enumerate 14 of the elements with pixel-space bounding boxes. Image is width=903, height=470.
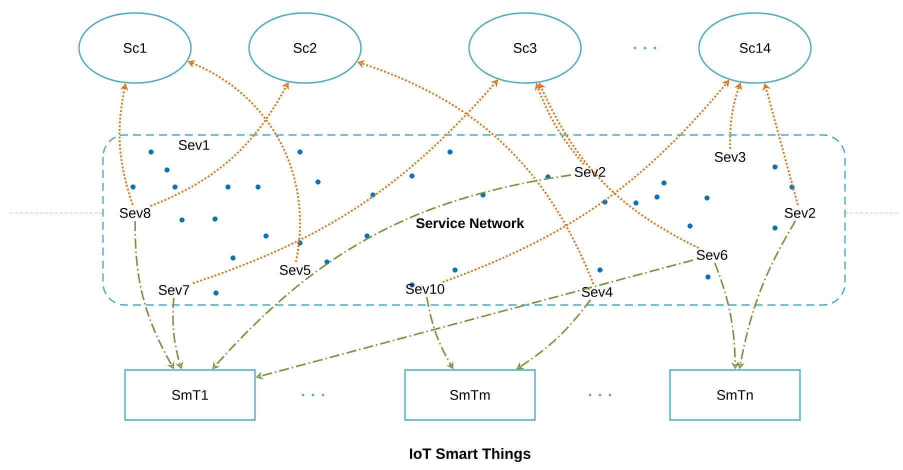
service-label: Sev2 [784,208,816,218]
service-label: Sev3 [714,152,746,162]
caption: IoT Smart Things [410,448,530,462]
smart-thing-box: SmTn [669,369,801,421]
service-label: Sev2 [574,167,606,177]
service-label: Sev5 [280,265,310,275]
service-label: Sev7 [158,285,190,295]
service-label: Sev10 [406,284,444,294]
service-label: Sev1 [178,140,210,150]
smart-thing-box: SmT1 [124,369,256,421]
service-label: Sev4 [582,287,612,297]
smart-thing-box: SmTm [404,369,536,421]
service-label: Sev8 [120,208,150,218]
service-label: Sev6 [696,250,728,260]
